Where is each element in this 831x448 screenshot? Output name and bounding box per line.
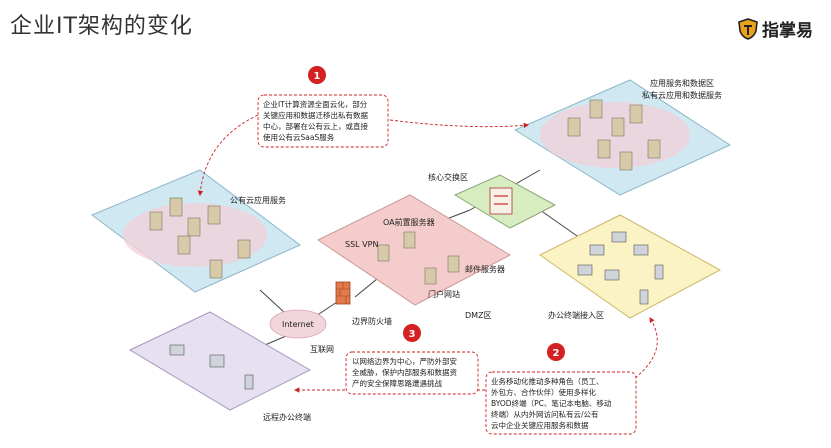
vpn-label: SSL VPN [345,240,378,249]
office-terminals [577,231,664,305]
oa-server-label: OA前置服务器 [383,217,435,227]
internet-cloud: Internet 互联网 [269,309,334,354]
private-cloud-label-2: 私有云应用和数据服务 [642,90,722,100]
core-switch-label: 核心交换区 [428,172,468,182]
border-firewall: 边界防火墙 [335,281,392,326]
brand-name: 指掌易 [762,21,813,41]
callout-2-badge [547,343,565,361]
callout-2-line-2: 外包方、合作伙伴）使用多样化 [491,387,596,397]
callout-1-line-1: 企业IT计算资源全面云化，部分 [263,99,368,109]
callout-3-badge [403,324,421,342]
private-cloud-servers [567,99,661,171]
dmz-servers [377,231,460,285]
internet-cn-label: 互联网 [310,345,334,354]
dmz-zone: OA前置服务器 SSL VPN 邮件服务器 门户网站 DMZ区 [317,194,512,320]
callout-3-line-2: 全威胁，保护内部服务和数据资 [352,367,457,377]
callout-2-line-1: 业务移动化推动多种角色（员工、 [491,376,604,386]
public-cloud-zone: 公有云应用服务 [90,169,301,293]
callout-2: 2 业务移动化推动多种角色（员工、 外包方、合作伙伴）使用多样化 BYOD终端（… [485,343,637,435]
callout-3-number: 3 [409,329,416,340]
core-switch-zone: 核心交换区 [428,172,557,229]
callout-2-line-5: 云中企业关键应用服务和数据 [491,420,589,430]
portal-label: 门户网站 [428,289,460,299]
callout-3-line-1: 以网络边界为中心，严防外部安 [352,356,457,366]
callout-1-line-2: 关键应用和数据迁移出私有数据 [263,110,368,120]
firewall-label: 边界防火墙 [352,316,392,326]
brand-logo: 指掌易 [738,16,813,41]
remote-terminals [169,344,254,390]
callout-1-line-3: 中心，部署在公有云上，或直接 [263,121,368,131]
remote-office-zone: 远程办公终端 [128,311,312,422]
private-cloud-zone: 应用服务和数据区 私有云应用和数据服务 [513,78,732,196]
internet-label: Internet [282,320,314,329]
callout-3-line-3: 产的安全保障思路遭遇挑战 [352,378,442,388]
public-cloud-label: 公有云应用服务 [230,195,286,205]
private-cloud-label-1: 应用服务和数据区 [650,78,714,88]
callout-1-line-4: 使用公有云SaaS服务 [263,132,335,142]
dmz-label: DMZ区 [465,311,492,320]
mail-server-label: 邮件服务器 [465,264,505,274]
office-access-zone: 办公终端接入区 [539,214,722,320]
office-access-label: 办公终端接入区 [548,310,604,320]
callout-2-number: 2 [553,348,560,359]
callout-2-line-3: BYOD终端（PC、笔记本电脑、移动 [491,398,612,408]
callout-1-badge [308,66,326,84]
page-title: 企业IT架构的变化 [10,14,193,39]
callout-3: 3 以网络边界为中心，严防外部安 全威胁，保护内部服务和数据资 产的安全保障思路… [345,324,479,395]
callout-1: 1 企业IT计算资源全面云化，部分 关键应用和数据迁移出私有数据 中心，部署在公… [257,66,389,148]
remote-office-label: 远程办公终端 [263,412,311,422]
callout-1-number: 1 [314,71,321,82]
public-cloud-servers [149,197,251,279]
callout-2-line-4: 终端）从内外网访问私有云/公有 [491,409,599,419]
shield-icon [738,17,758,40]
core-switch-icon [489,187,513,215]
